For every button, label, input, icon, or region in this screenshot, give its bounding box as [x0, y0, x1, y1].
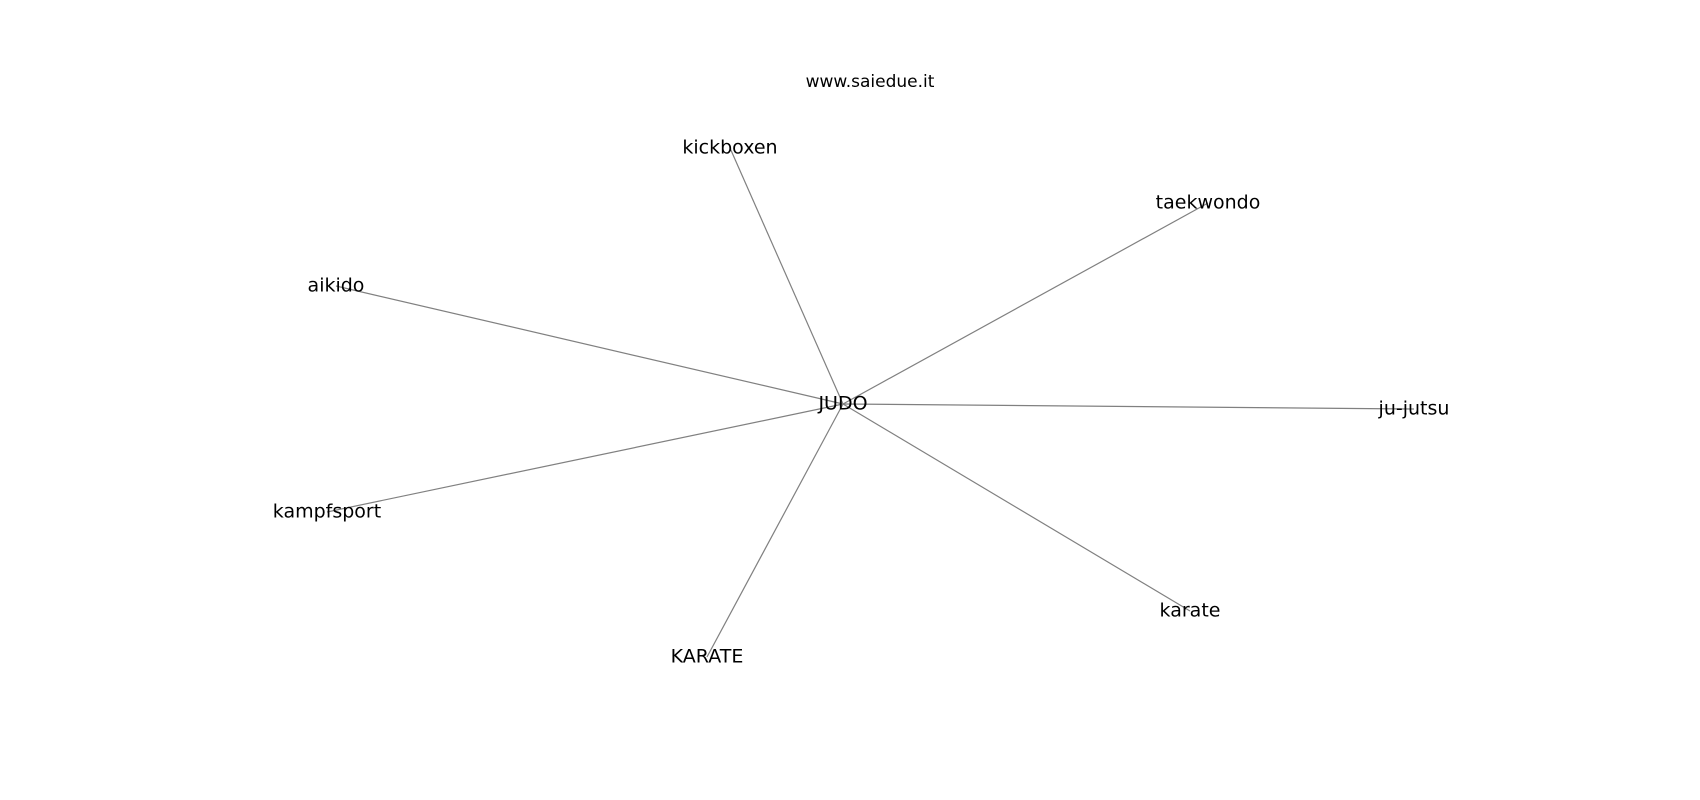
edge-judo-kickboxen: [729, 147, 844, 405]
edge-judo-KARATE: [706, 403, 844, 658]
node-KARATE: KARATE: [671, 646, 744, 668]
node-judo: JUDO: [817, 393, 867, 415]
node-taekwondo: taekwondo: [1156, 192, 1261, 214]
node-aikido: aikido: [308, 275, 365, 297]
node-karate: karate: [1160, 600, 1221, 622]
edge-judo-karate: [842, 403, 1191, 612]
nodes-layer: JUDO kickboxen taekwondo aikido ju-jutsu…: [273, 137, 1450, 668]
edges-layer: [326, 147, 1415, 658]
diagram-title: www.saiedue.it: [806, 72, 935, 92]
node-kickboxen: kickboxen: [682, 137, 777, 159]
node-ju-jutsu: ju-jutsu: [1378, 398, 1450, 420]
edge-judo-ju-jutsu: [842, 403, 1415, 410]
node-kampfsport: kampfsport: [273, 501, 381, 523]
edge-judo-kampfsport: [326, 403, 844, 513]
edge-judo-aikido: [335, 285, 844, 405]
edge-judo-taekwondo: [842, 202, 1209, 405]
